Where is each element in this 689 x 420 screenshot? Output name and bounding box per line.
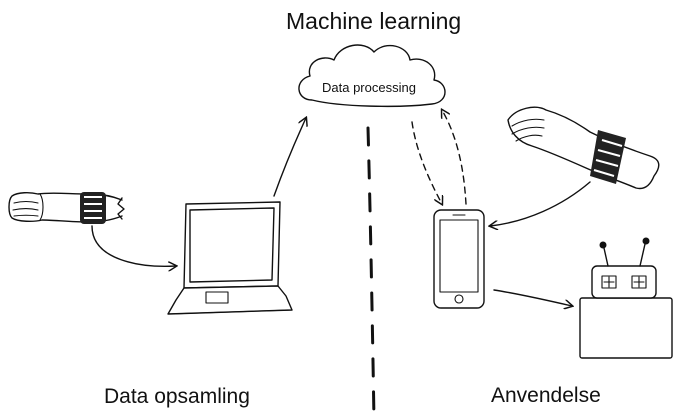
arrow-phone-to-cloud-dashed [442, 110, 467, 205]
arrow-cloud-to-phone-dashed [411, 121, 442, 204]
wrist-sensor-icon-left [8, 191, 125, 224]
arrow-wrist-to-phone [490, 181, 591, 226]
wrist-sensor-icon-right [507, 106, 660, 190]
caption-data-collection: Data opsamling [104, 385, 250, 408]
diagram-title: Machine learning [286, 8, 462, 34]
cloud-icon [298, 44, 446, 108]
smartphone-icon [433, 209, 485, 309]
caption-application: Anvendelse [491, 384, 601, 407]
arrow-wrist-to-laptop [91, 225, 176, 266]
divider-dashed-line [366, 126, 376, 420]
laptop-icon [167, 201, 293, 315]
cloud-label: Data processing [322, 80, 416, 95]
robot-icon [579, 237, 673, 359]
arrow-laptop-to-cloud [273, 118, 306, 197]
arrow-phone-to-robot [493, 289, 572, 306]
